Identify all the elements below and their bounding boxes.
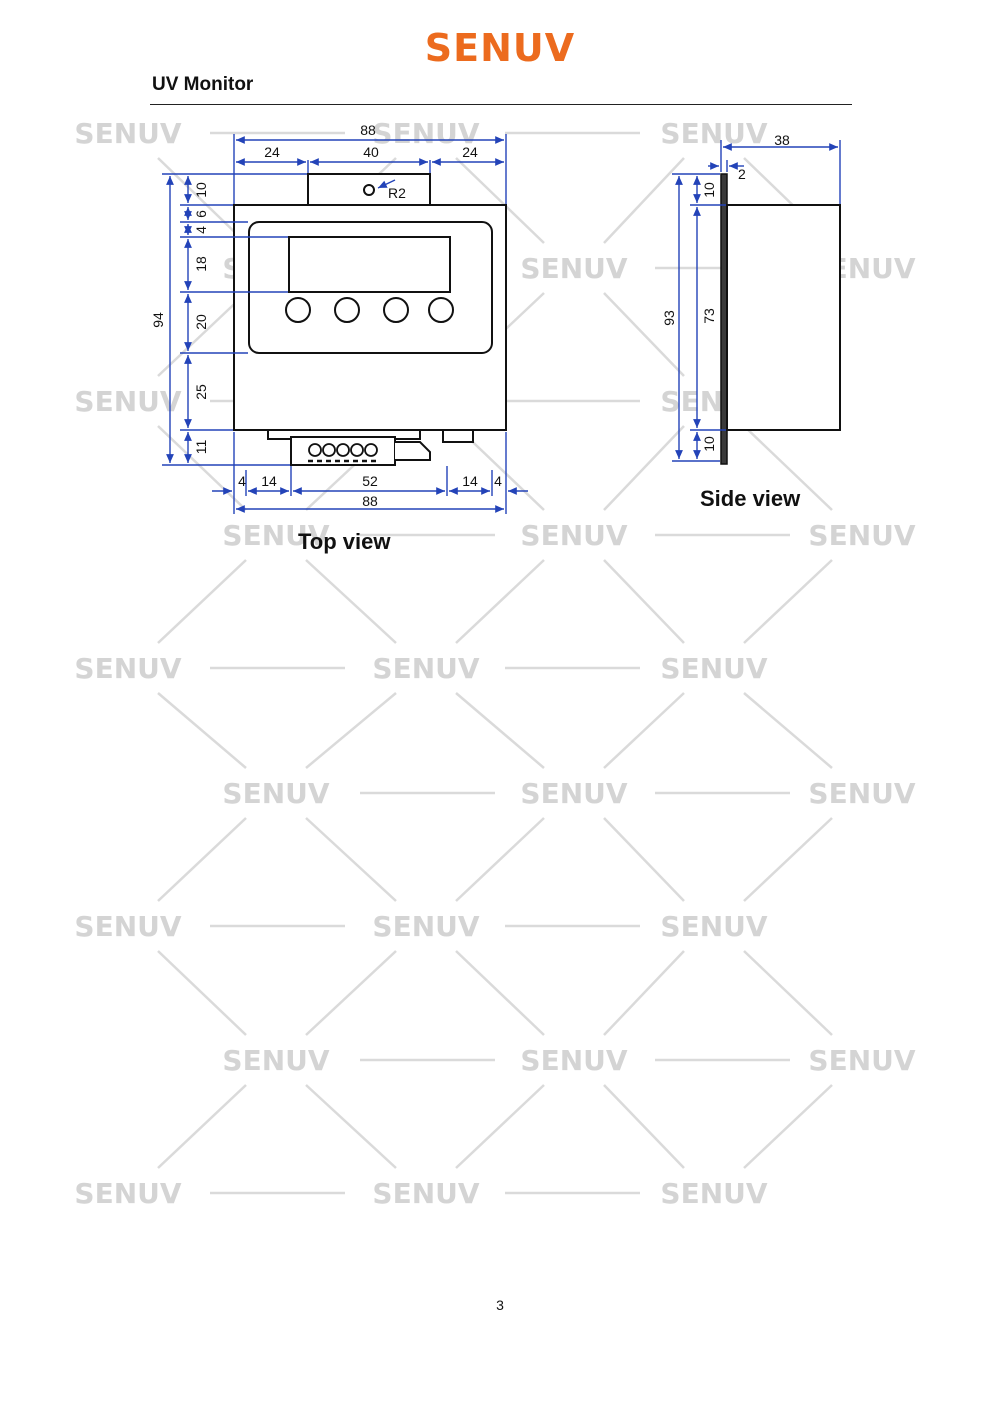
dim-bottom-52: 52: [362, 473, 378, 489]
watermark-text: SENUV: [372, 117, 479, 150]
panel-button-2: [334, 297, 360, 323]
watermark-line: [603, 292, 685, 377]
watermark-line: [157, 1084, 247, 1169]
terminal-screws: [308, 443, 380, 463]
watermark-text: SENUV: [660, 652, 767, 685]
dim-top-total: 88: [360, 122, 376, 138]
watermark-line: [743, 1084, 833, 1169]
dim-v-20: 20: [193, 314, 209, 330]
dim-height-total: 94: [150, 312, 166, 328]
dim-side-73: 73: [701, 308, 717, 324]
document-title: UV Monitor: [152, 74, 254, 95]
watermark-line: [603, 692, 685, 769]
watermark-line: [305, 559, 397, 644]
dim-side-plate: 2: [738, 166, 746, 182]
watermark-text: SENUV: [74, 910, 181, 943]
dim-top-mid: 40: [363, 144, 379, 160]
dim-bottom-14-left: 14: [261, 473, 277, 489]
watermark-text: SENUV: [222, 1044, 329, 1077]
watermark-line: [743, 817, 833, 902]
watermark-text: SENUV: [372, 652, 479, 685]
side-connector: [442, 429, 474, 443]
panel-button-4: [428, 297, 454, 323]
dim-v-18: 18: [193, 256, 209, 272]
dim-side-depth: 38: [774, 132, 790, 148]
watermark-line: [305, 950, 397, 1036]
watermark-text: SENUV: [520, 252, 627, 285]
watermark-text: SENUV: [222, 777, 329, 810]
watermark-line: [455, 157, 545, 244]
watermark-line: [157, 692, 247, 769]
mount-radius-label: R2: [388, 185, 406, 201]
watermark-line: [603, 1084, 685, 1169]
radius-leader: [377, 179, 396, 189]
brand-logo: SENUV: [424, 26, 576, 70]
watermark-line: [157, 157, 247, 244]
watermark-text: SENUV: [660, 910, 767, 943]
dim-bottom-4-left: 4: [238, 473, 246, 489]
watermark-line: [157, 817, 247, 902]
watermark-line: [455, 692, 545, 769]
watermark-text: SENUV: [74, 117, 181, 150]
dim-v-11: 11: [193, 440, 209, 455]
header-divider: [150, 104, 852, 105]
watermark-line: [603, 425, 685, 511]
watermark-text: SENUV: [74, 652, 181, 685]
mount-hole: [363, 184, 375, 196]
dim-side-bottom-10: 10: [701, 436, 717, 452]
panel-button-1: [285, 297, 311, 323]
display-window: [288, 236, 451, 293]
watermark-line: [603, 157, 685, 244]
watermark-line: [743, 425, 833, 511]
dim-side-height: 93: [661, 310, 677, 326]
top-view-label: Top view: [298, 529, 391, 554]
dim-top-left: 24: [264, 144, 280, 160]
top-view-drawing: R2 88 24 40 24: [150, 122, 528, 554]
dim-v-4: 4: [193, 226, 209, 234]
watermark-text: SENUV: [808, 1044, 915, 1077]
watermark-line: [305, 817, 397, 902]
watermark-line: [305, 1084, 397, 1169]
watermark-text: SENUV: [372, 1177, 479, 1210]
watermark-line: [455, 817, 545, 902]
side-housing: [726, 204, 841, 431]
dim-top-right: 24: [462, 144, 478, 160]
cable-gland: [395, 441, 431, 461]
dim-bottom-4-right: 4: [494, 473, 502, 489]
dim-bottom-14-right: 14: [462, 473, 478, 489]
watermark-line: [455, 950, 545, 1036]
watermark-line: [743, 559, 833, 644]
watermark-line: [743, 692, 833, 769]
watermark-text: SENUV: [660, 1177, 767, 1210]
watermark-line: [603, 559, 685, 644]
side-view-drawing: 38 2 93 10 73 10 Side view: [661, 132, 841, 511]
watermark-text: SENUV: [74, 385, 181, 418]
watermark-text: SENUV: [520, 519, 627, 552]
watermark-line: [743, 950, 833, 1036]
watermark-line: [455, 1084, 545, 1169]
watermark-text: SENUV: [372, 910, 479, 943]
watermark-text: SENUV: [74, 1177, 181, 1210]
dim-v-10: 10: [193, 182, 209, 198]
watermark-text: SENUV: [222, 519, 329, 552]
watermark-line: [305, 692, 397, 769]
dim-v-6: 6: [193, 210, 209, 218]
watermark-line: [603, 817, 685, 902]
watermark-text: SENUV: [520, 777, 627, 810]
watermark-line: [455, 559, 545, 644]
mounting-tab: [307, 173, 431, 209]
watermark-text: SENUV: [520, 1044, 627, 1077]
side-view-label: Side view: [700, 486, 801, 511]
panel-button-3: [383, 297, 409, 323]
page-number: 3: [496, 1297, 504, 1313]
dim-v-25: 25: [193, 384, 209, 400]
watermark-text: SENUV: [808, 519, 915, 552]
watermark-line: [603, 950, 685, 1036]
watermark-text: SENUV: [808, 777, 915, 810]
watermark-line: [157, 559, 247, 644]
watermark-line: [157, 950, 247, 1036]
dim-side-top-10: 10: [701, 182, 717, 198]
dim-bottom-total: 88: [362, 493, 378, 509]
